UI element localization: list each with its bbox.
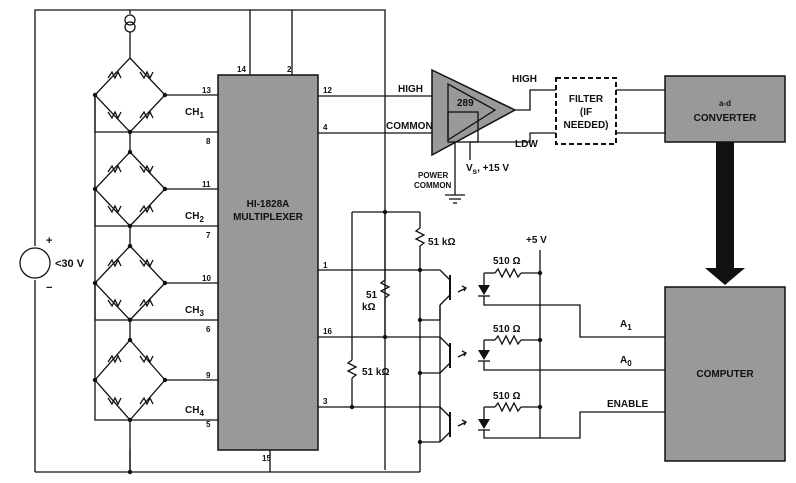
pin-8: 8 [206,137,211,146]
channel-2-label: CH2 [185,211,204,224]
pin-3: 3 [323,397,328,406]
pin-15: 15 [262,454,271,463]
resistor-510-2: 510 Ω [493,324,520,335]
adc-label-2: CONVERTER [694,113,758,124]
high-output-label: HIGH [512,74,537,85]
pin-4: 4 [323,123,328,132]
pin-11: 11 [202,180,211,189]
bridge-ch4: CH4 [92,337,218,475]
filter-block: FILTER (IF NEEDED) [555,77,665,145]
resistor-51k-2b: kΩ [362,302,376,313]
computer-box [664,286,786,462]
pin-2: 2 [287,65,292,74]
pin-14: 14 [237,65,246,74]
optocoupler-1 [439,269,490,320]
pullup-network: 51 kΩ 51 kΩ 51 kΩ [346,209,455,410]
multiplexer-label: MULTIPLEXER [233,212,304,223]
multiplexer: HI-1828A MULTIPLEXER 14 2 13 8 11 7 10 6… [202,65,332,463]
multiplexer-part: HI-1828A [247,199,290,210]
pin-13: 13 [202,86,211,95]
power-common-2: COMMON [414,181,452,190]
supply-5v: +5 V [526,235,547,246]
a1-label: A1 [620,319,632,332]
computer-label: COMPUTER [696,369,754,380]
channel-3-label: CH3 [185,305,204,318]
low-output-label: LDW [515,139,538,150]
common-input-label: COMMON [386,121,433,132]
resistor-51k-3: 51 kΩ [362,367,389,378]
high-input-label: HIGH [398,84,423,95]
power-common-1: POWER [418,171,448,180]
source-minus: − [46,282,52,294]
adc-block: a-d CONVERTER [664,75,786,143]
filter-label-1: FILTER [569,94,604,105]
data-bus-arrow [705,142,745,285]
optocoupler-2 [439,336,490,374]
bridge-ch2: CH2 [92,149,218,246]
pin-16: 16 [323,327,332,336]
enable-label: ENABLE [607,399,648,410]
channel-4-label: CH4 [185,405,204,418]
pin-12: 12 [323,86,332,95]
isolation-amplifier: 289 POWER COMMON Vs, +15 V [414,68,517,204]
adc-box [664,75,786,143]
pin-10: 10 [202,274,211,283]
bridges: CH1 CH2 [92,57,218,475]
resistor-510-3: 510 Ω [493,391,520,402]
bridge-ch3: CH3 [92,243,218,340]
vs-label: Vs, +15 V [466,163,509,176]
optocouplers [417,269,490,445]
amp-output-wires: HIGH LDW [470,74,556,150]
mux-output-wires: HIGH COMMON [318,84,440,408]
resistor-51k-2a: 51 [366,290,378,301]
pin-7: 7 [206,231,211,240]
computer-block: COMPUTER [664,286,786,462]
bridge-ch1: CH1 [92,57,218,152]
adc-label-1: a-d [719,99,731,108]
channel-1-label: CH1 [185,107,204,120]
filter-box [555,77,617,145]
amplifier-part: 289 [457,98,474,109]
source-plus: + [46,235,52,247]
resistor-51k-1: 51 kΩ [428,237,455,248]
pin-6: 6 [206,325,211,334]
source-voltage-label: <30 V [55,258,85,270]
a0-label: A0 [620,355,632,368]
led-drive: +5 V 510 Ω 510 Ω 510 Ω A1 A0 ENABLE [483,235,665,439]
pin-5: 5 [206,420,211,429]
source-circle [19,247,51,279]
filter-label-3: NEEDED) [563,120,608,131]
excitation-source: + − <30 V [19,235,85,294]
resistor-510-1: 510 Ω [493,256,520,267]
pin-9: 9 [206,371,211,380]
multiplexer-body [217,74,319,451]
filter-label-2: (IF [580,107,592,118]
pin-1: 1 [323,261,328,270]
optocoupler-3 [439,406,490,443]
